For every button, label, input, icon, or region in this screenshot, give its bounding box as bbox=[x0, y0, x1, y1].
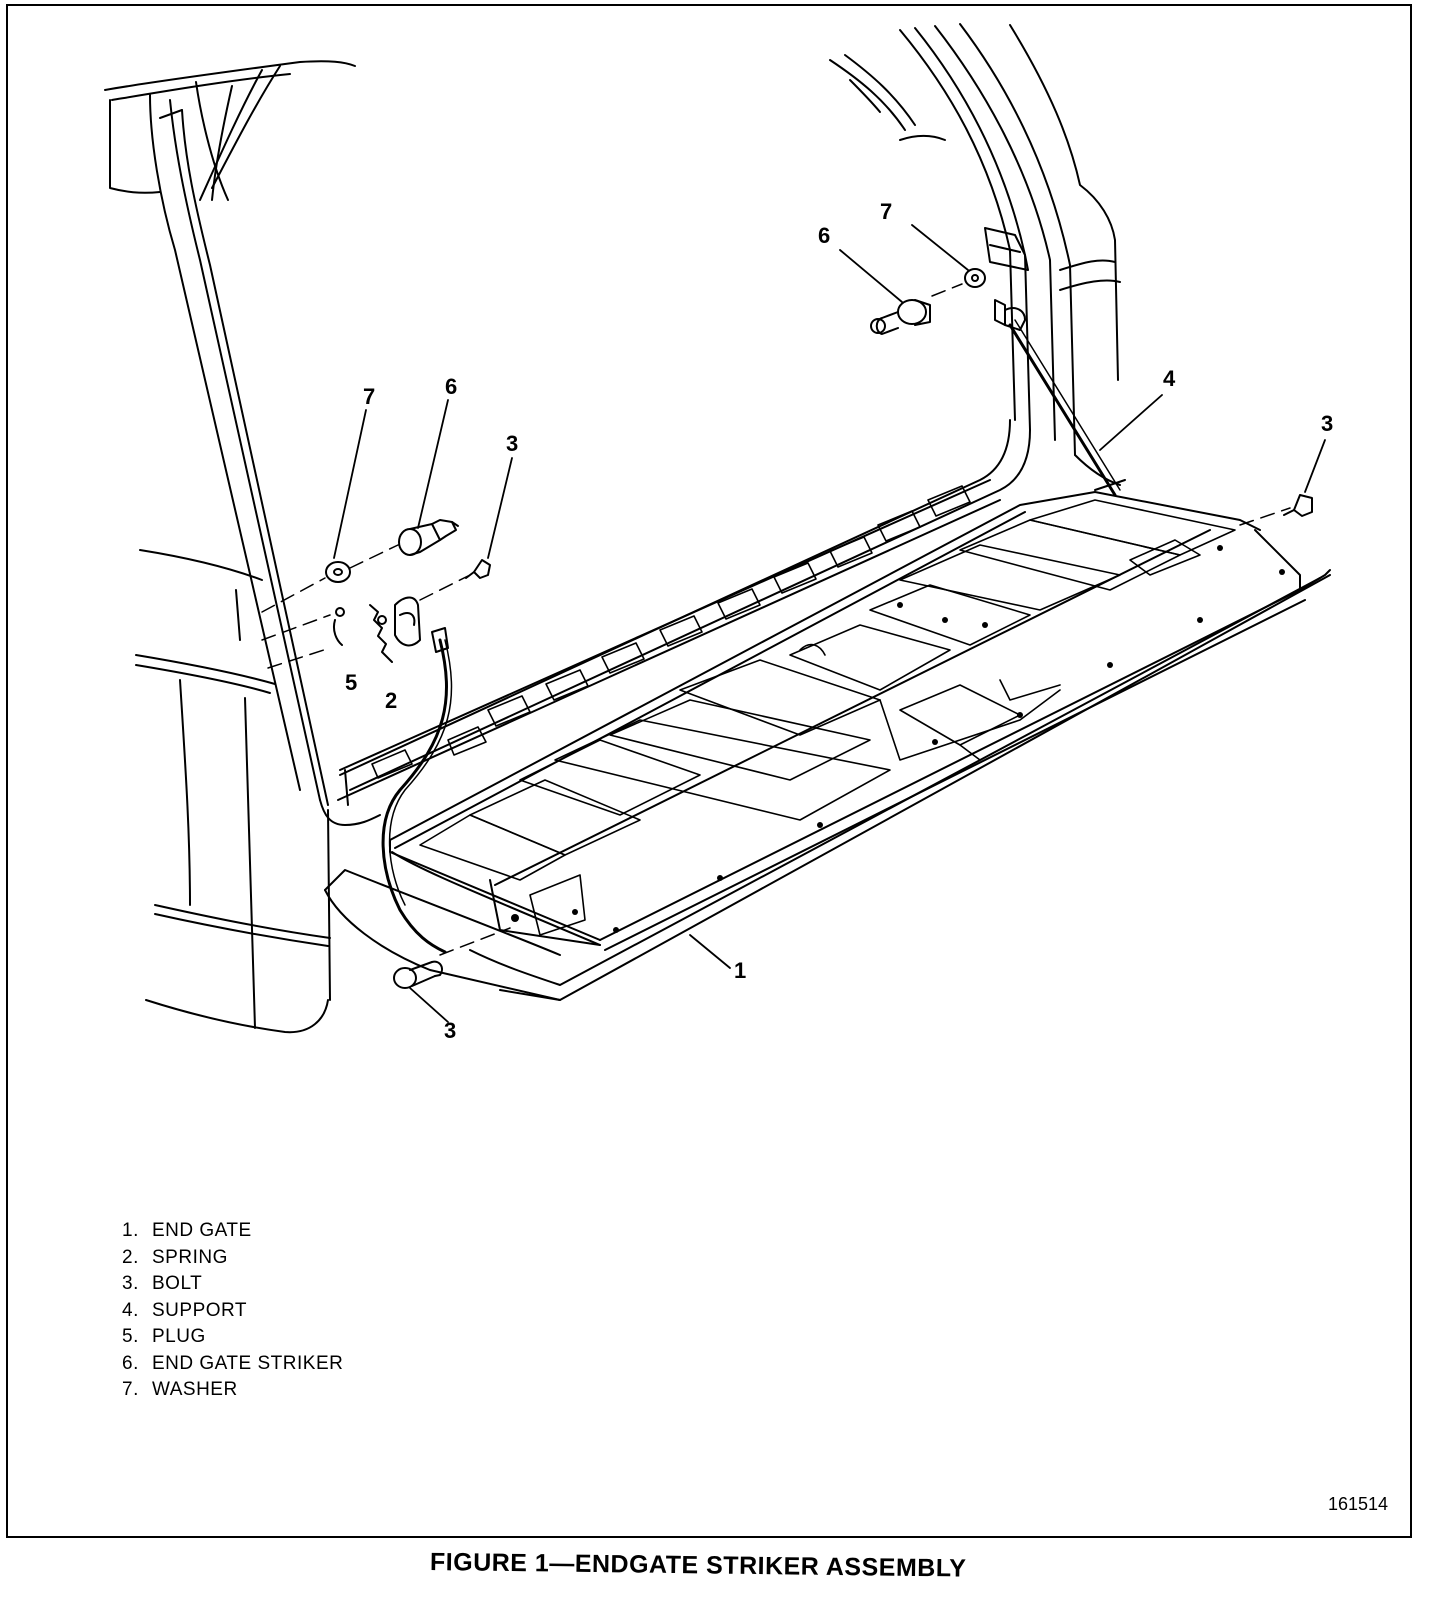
support-cable bbox=[1008, 319, 1121, 497]
callout-4: 4 bbox=[1163, 366, 1176, 391]
left-body-pillar bbox=[104, 60, 381, 1034]
parts-legend: 1.END GATE 2.SPRING 3.BOLT 4.SUPPORT 5.P… bbox=[122, 1218, 343, 1404]
legend-item: 3.BOLT bbox=[122, 1273, 203, 1294]
callout-6-left: 6 bbox=[445, 374, 458, 399]
right-end-gate-striker bbox=[870, 299, 931, 335]
plug bbox=[332, 607, 345, 646]
figure-number: 161514 bbox=[1328, 1494, 1389, 1514]
callout-7-left: 7 bbox=[363, 384, 376, 409]
callout-3-bottom: 3 bbox=[444, 1018, 457, 1043]
right-body-pillar bbox=[339, 23, 1126, 791]
left-washer bbox=[325, 561, 351, 583]
end-gate bbox=[324, 491, 1331, 1001]
callout-2: 2 bbox=[385, 688, 398, 713]
legend-item: 1.END GATE bbox=[122, 1220, 252, 1241]
bolts bbox=[393, 494, 1313, 989]
callout-3-left-top: 3 bbox=[506, 431, 519, 456]
right-washer bbox=[964, 268, 986, 288]
figure-frame bbox=[6, 4, 1412, 1538]
body-sill bbox=[337, 479, 1001, 806]
spring bbox=[369, 604, 393, 663]
callout-1: 1 bbox=[734, 958, 747, 983]
callout-7-right: 7 bbox=[880, 199, 893, 224]
legend-item: 7.WASHER bbox=[122, 1379, 238, 1400]
legend-item: 2.SPRING bbox=[122, 1246, 228, 1268]
alignment-lines bbox=[261, 283, 1291, 956]
callout-3-right: 3 bbox=[1321, 411, 1334, 436]
callout-5: 5 bbox=[345, 670, 358, 695]
left-end-gate-striker bbox=[398, 519, 459, 556]
left-support-cable bbox=[381, 596, 453, 954]
callout-leaders bbox=[333, 224, 1326, 1023]
callout-6-right: 6 bbox=[818, 223, 831, 248]
legend-item: 6.END GATE STRIKER bbox=[122, 1352, 344, 1374]
legend-item: 4.SUPPORT bbox=[122, 1299, 248, 1321]
legend-item: 5.PLUG bbox=[122, 1326, 206, 1347]
